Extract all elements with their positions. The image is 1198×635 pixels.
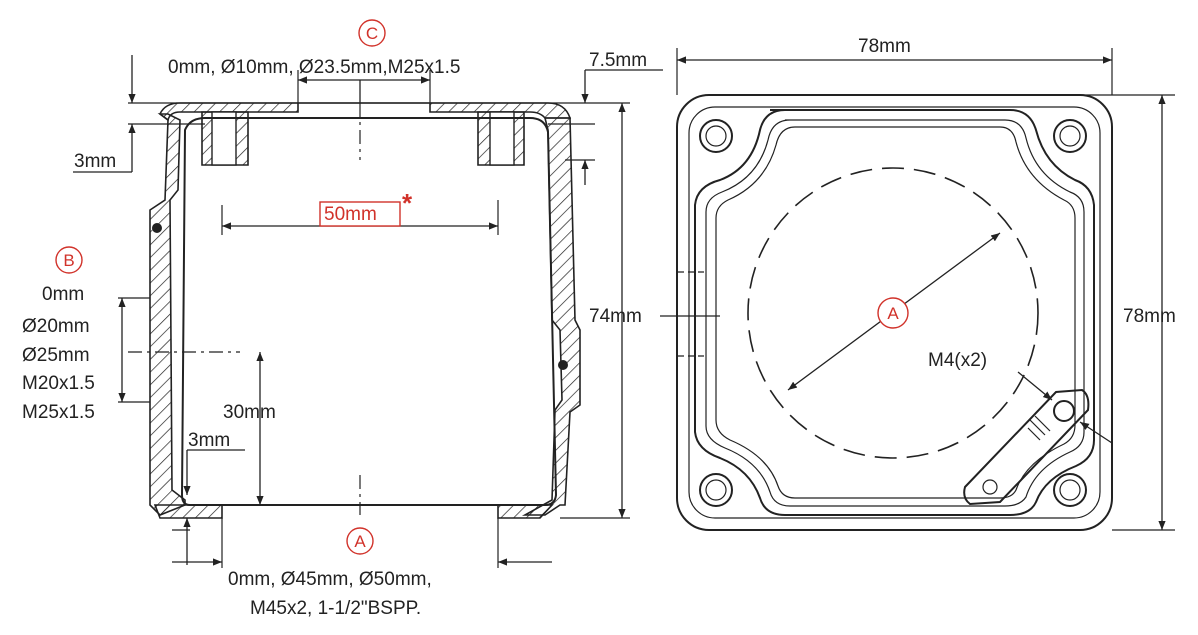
lid-bracket xyxy=(963,388,1090,506)
flange-outline xyxy=(676,94,1113,531)
side-opening-3: M20x1.5 xyxy=(22,373,95,394)
mount-hole-bl xyxy=(699,473,733,507)
bottom-opening-line1: 0mm, Ø45mm, Ø50mm, xyxy=(228,569,432,590)
lid-wall-label: 3mm xyxy=(74,151,116,172)
mount-hole-tr xyxy=(1053,119,1087,153)
base-wall xyxy=(153,504,223,519)
top-opening-label: 0mm, Ø10mm, Ø23.5mm,M25x1.5 xyxy=(168,57,460,78)
side-opening-0: 0mm xyxy=(42,284,84,305)
bottom-opening-line2: M45x2, 1-1/2"BSPP. xyxy=(250,598,421,619)
mount-hole-br xyxy=(1053,473,1087,507)
inner-width-note: * xyxy=(402,188,413,218)
svg-text:B: B xyxy=(63,251,74,270)
side-view: 0mm, Ø10mm, Ø23.5mm,M25x1.5 7.5mm 3mm 50… xyxy=(22,19,720,619)
callout-b: B xyxy=(55,246,83,274)
top-view: 78mm 78mm M4(x2) A xyxy=(676,36,1176,531)
svg-text:A: A xyxy=(354,532,366,551)
left-wall xyxy=(149,113,186,516)
side-opening-2: Ø25mm xyxy=(22,345,90,366)
mount-hole-tl xyxy=(699,119,733,153)
callout-a-top: A xyxy=(877,297,909,329)
lid-height-label: 7.5mm xyxy=(589,50,647,71)
base-wall-label: 3mm xyxy=(188,430,230,451)
top-width-label: 78mm xyxy=(858,36,911,57)
callout-a-side: A xyxy=(346,527,374,555)
side-opening-4: M25x1.5 xyxy=(22,402,95,423)
callout-c: C xyxy=(358,19,386,47)
svg-text:C: C xyxy=(366,24,378,43)
inner-width-label: 50mm xyxy=(324,204,377,225)
total-height-label: 74mm xyxy=(589,306,642,327)
hole-height-label: 30mm xyxy=(223,402,276,423)
bottom-opening-circle xyxy=(747,167,1039,459)
side-opening-1: Ø20mm xyxy=(22,316,90,337)
top-height-label: 78mm xyxy=(1123,306,1176,327)
svg-text:A: A xyxy=(887,304,899,323)
base-wall-right xyxy=(497,504,554,519)
screws-label: M4(x2) xyxy=(928,350,987,371)
